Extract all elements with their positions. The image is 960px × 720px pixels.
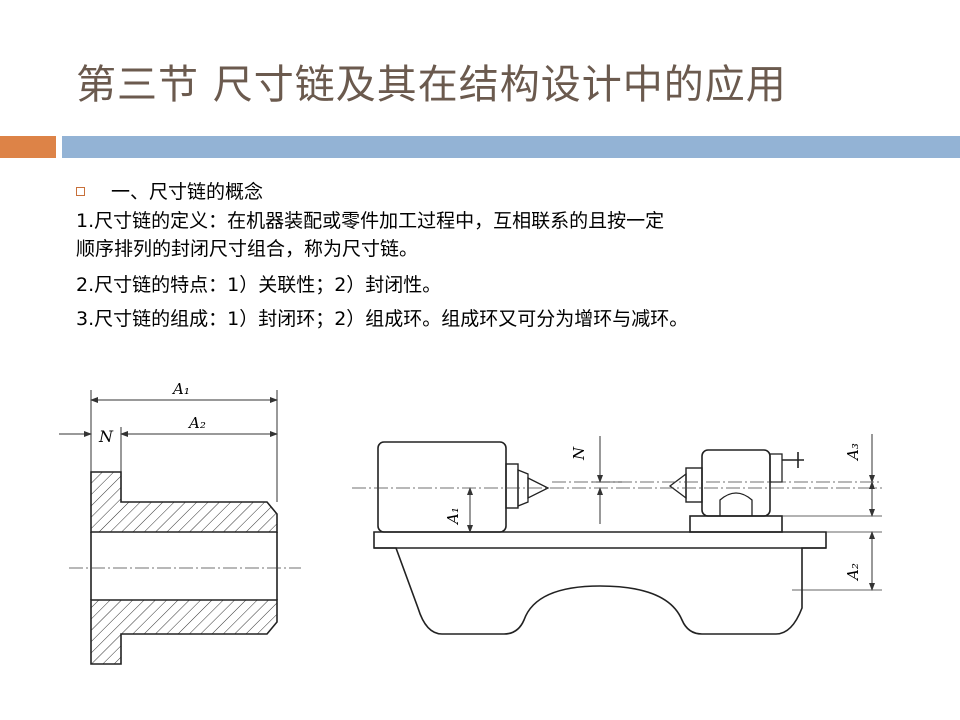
lathe-dimension-figure: N A₁ A₃ A₂	[352, 434, 882, 635]
dim-label-a2: A₂	[187, 414, 206, 432]
bullet-item: 一、尺寸链的概念	[76, 180, 263, 204]
dim-label-n-right: N	[570, 446, 588, 461]
paragraph-line-2: 顺序排列的封闭尺寸组合，称为尺寸链。	[76, 238, 419, 260]
square-bullet-icon	[76, 187, 85, 196]
paragraph-line-3: 2.尺寸链的特点：1）关联性；2）封闭性。	[76, 274, 442, 296]
bullet-heading: 一、尺寸链的概念	[111, 181, 264, 203]
dim-label-a1-right: A₁	[444, 507, 462, 526]
dim-label-n: N	[98, 427, 114, 446]
paragraph-line-4: 3.尺寸链的组成：1）封闭环；2）组成环。组成环又可分为增环与减环。	[76, 308, 689, 330]
accent-bar-orange	[0, 136, 56, 158]
accent-bar-blue	[62, 136, 960, 158]
dim-label-a1: A₁	[171, 380, 190, 398]
paragraph-line-1: 1.尺寸链的定义：在机器装配或零件加工过程中，互相联系的且按一定	[76, 210, 665, 232]
dim-label-a3-right: A₃	[844, 443, 862, 462]
slide-title: 第三节 尺寸链及其在结构设计中的应用	[76, 62, 787, 108]
dim-label-a2-right: A₂	[844, 563, 862, 582]
sleeve-dimension-figure: A₁ A₂ N	[59, 380, 301, 665]
